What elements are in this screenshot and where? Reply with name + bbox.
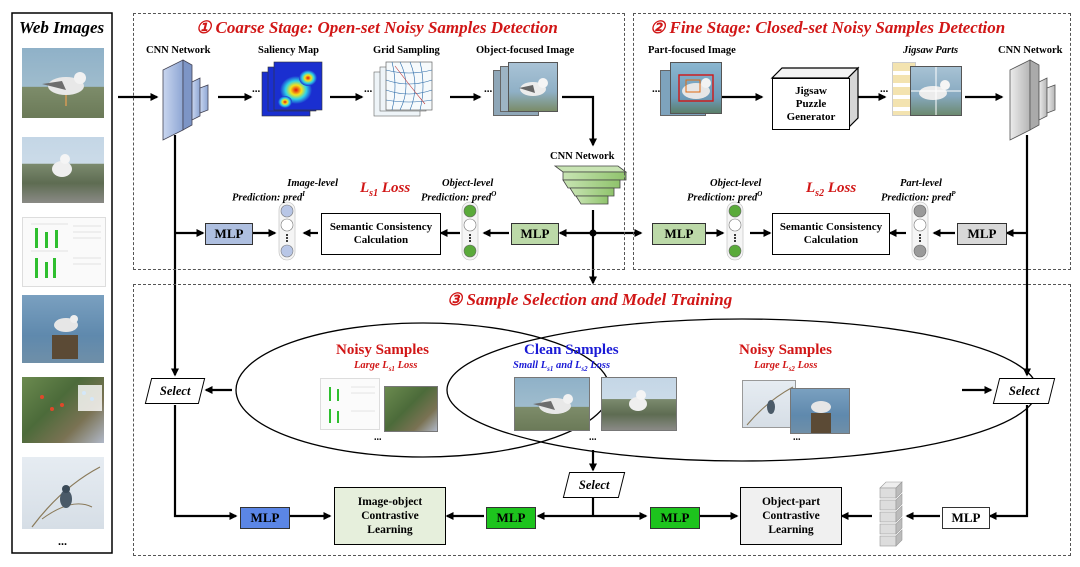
cnn-blue-icon [162, 59, 209, 141]
part-ellipsis: ... [652, 83, 661, 95]
jigsaw-generator-cube [770, 66, 860, 130]
saliency-map-icon [261, 61, 323, 117]
image-pred-vector [278, 201, 296, 261]
ls2-loss-label: Ls2 Loss [806, 180, 857, 199]
jigsaw-parts-image [910, 66, 962, 116]
select-right: Select [992, 378, 1056, 404]
coarse-cnn-label-2: CNN Network [550, 151, 615, 162]
coarse-mlp-right: MLP [511, 223, 559, 245]
noisy-left-chart-image [320, 378, 380, 430]
part-focused-label: Part-focused Image [648, 45, 736, 56]
select-center: Select [562, 472, 626, 498]
part-pred-line2: Prediction: predP [881, 190, 956, 204]
noisy-left-subtitle: Large Ls1 Loss [354, 360, 418, 374]
jigsaw-parts-label: Jigsaw Parts [903, 45, 959, 56]
fine-stage-title: ② Fine Stage: Closed-set Noisy Samples D… [650, 18, 1006, 37]
fine-stage-frame [633, 13, 1071, 270]
object-pred-vector-fine [726, 201, 744, 261]
web-image-5 [22, 377, 104, 443]
fine-mlp-left: MLP [652, 223, 706, 245]
grid-sampling-icon [373, 61, 433, 117]
web-image-6 [22, 457, 104, 529]
noisy-left-ellipsis: ... [374, 432, 382, 443]
ls1-loss-label: Ls1 Loss [360, 180, 411, 199]
noisy-right-image-1 [742, 380, 796, 428]
coarse-stage-frame [133, 13, 625, 270]
saliency-ellipsis: ... [252, 83, 261, 95]
web-images-title: Web Images [19, 18, 105, 37]
object-pred-vector-coarse [461, 201, 479, 261]
web-image-4 [22, 295, 104, 363]
clean-ellipsis: ... [589, 432, 597, 443]
noisy-right-subtitle: Large Ls2 Loss [754, 360, 818, 374]
selection-stage-frame [133, 284, 1071, 556]
coarse-stage-title: ① Coarse Stage: Open-set Noisy Samples D… [196, 18, 558, 37]
clean-image-1 [514, 377, 590, 431]
bottom-mlp-green-right: MLP [650, 507, 700, 529]
part-focused-image [670, 62, 722, 114]
fine-object-pred-line2: Prediction: predO [687, 190, 763, 204]
object-ellipsis: ... [484, 83, 493, 95]
fine-mlp-right: MLP [957, 223, 1007, 245]
noisy-right-title: Noisy Samples [739, 342, 832, 358]
clean-subtitle: Small Ls1 and Ls2 Loss [513, 360, 611, 374]
fine-object-pred-line1: Object-level [710, 178, 762, 189]
fine-cnn-label: CNN Network [998, 45, 1063, 56]
grid-ellipsis: ... [364, 83, 373, 95]
web-image-3 [22, 217, 106, 287]
selection-stage-title: ③ Sample Selection and Model Training [447, 290, 733, 309]
coarse-object-pred-line2: Prediction: predO [421, 190, 497, 204]
stacked-parts-icon [879, 481, 903, 547]
part-pred-vector [911, 201, 929, 261]
object-focused-label: Object-focused Image [476, 45, 575, 56]
jigsaw-ellipsis: ... [880, 83, 889, 95]
object-focused-image [508, 62, 558, 112]
noisy-right-image-2 [790, 388, 850, 434]
noisy-left-map-image [384, 386, 438, 432]
coarse-mlp-left: MLP [205, 223, 253, 245]
bottom-mlp-green-left: MLP [486, 507, 536, 529]
web-image-1 [22, 48, 104, 118]
part-pred-line1: Part-level [900, 178, 942, 189]
saliency-map-label: Saliency Map [258, 45, 319, 56]
noisy-left-title: Noisy Samples [336, 342, 429, 358]
image-pred-line2: Prediction: predI [232, 190, 306, 204]
noisy-right-ellipsis: ... [793, 432, 801, 443]
web-images-ellipsis: ... [58, 534, 67, 548]
coarse-cnn-label: CNN Network [146, 45, 211, 56]
bottom-mlp-blue: MLP [240, 507, 290, 529]
coarse-object-pred-line1: Object-level [442, 178, 494, 189]
select-left: Select [144, 378, 206, 404]
cnn-gray-icon [1009, 59, 1056, 141]
web-image-2 [22, 137, 104, 203]
cnn-green-icon [553, 165, 628, 205]
clean-title: Clean Samples [524, 342, 619, 358]
grid-sampling-label: Grid Sampling [373, 45, 440, 56]
clean-image-2 [601, 377, 677, 431]
bottom-mlp-gray: MLP [942, 507, 990, 529]
image-pred-line1: Image-level [287, 178, 338, 189]
